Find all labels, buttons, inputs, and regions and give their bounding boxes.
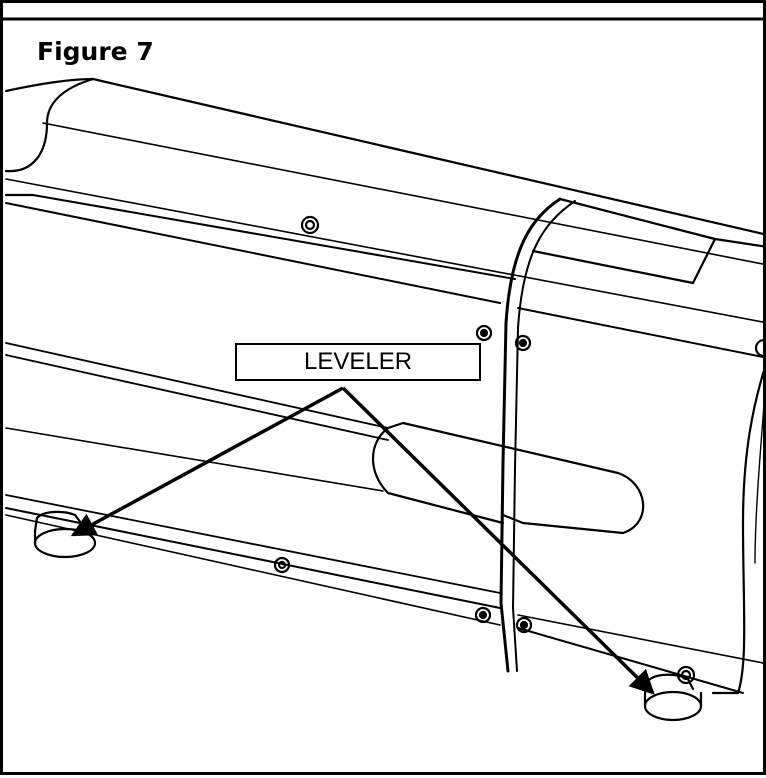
figure-title: Figure 7 xyxy=(34,37,157,67)
leveler-callout-label: LEVELER xyxy=(235,343,481,381)
machine-base-drawing xyxy=(3,17,766,722)
